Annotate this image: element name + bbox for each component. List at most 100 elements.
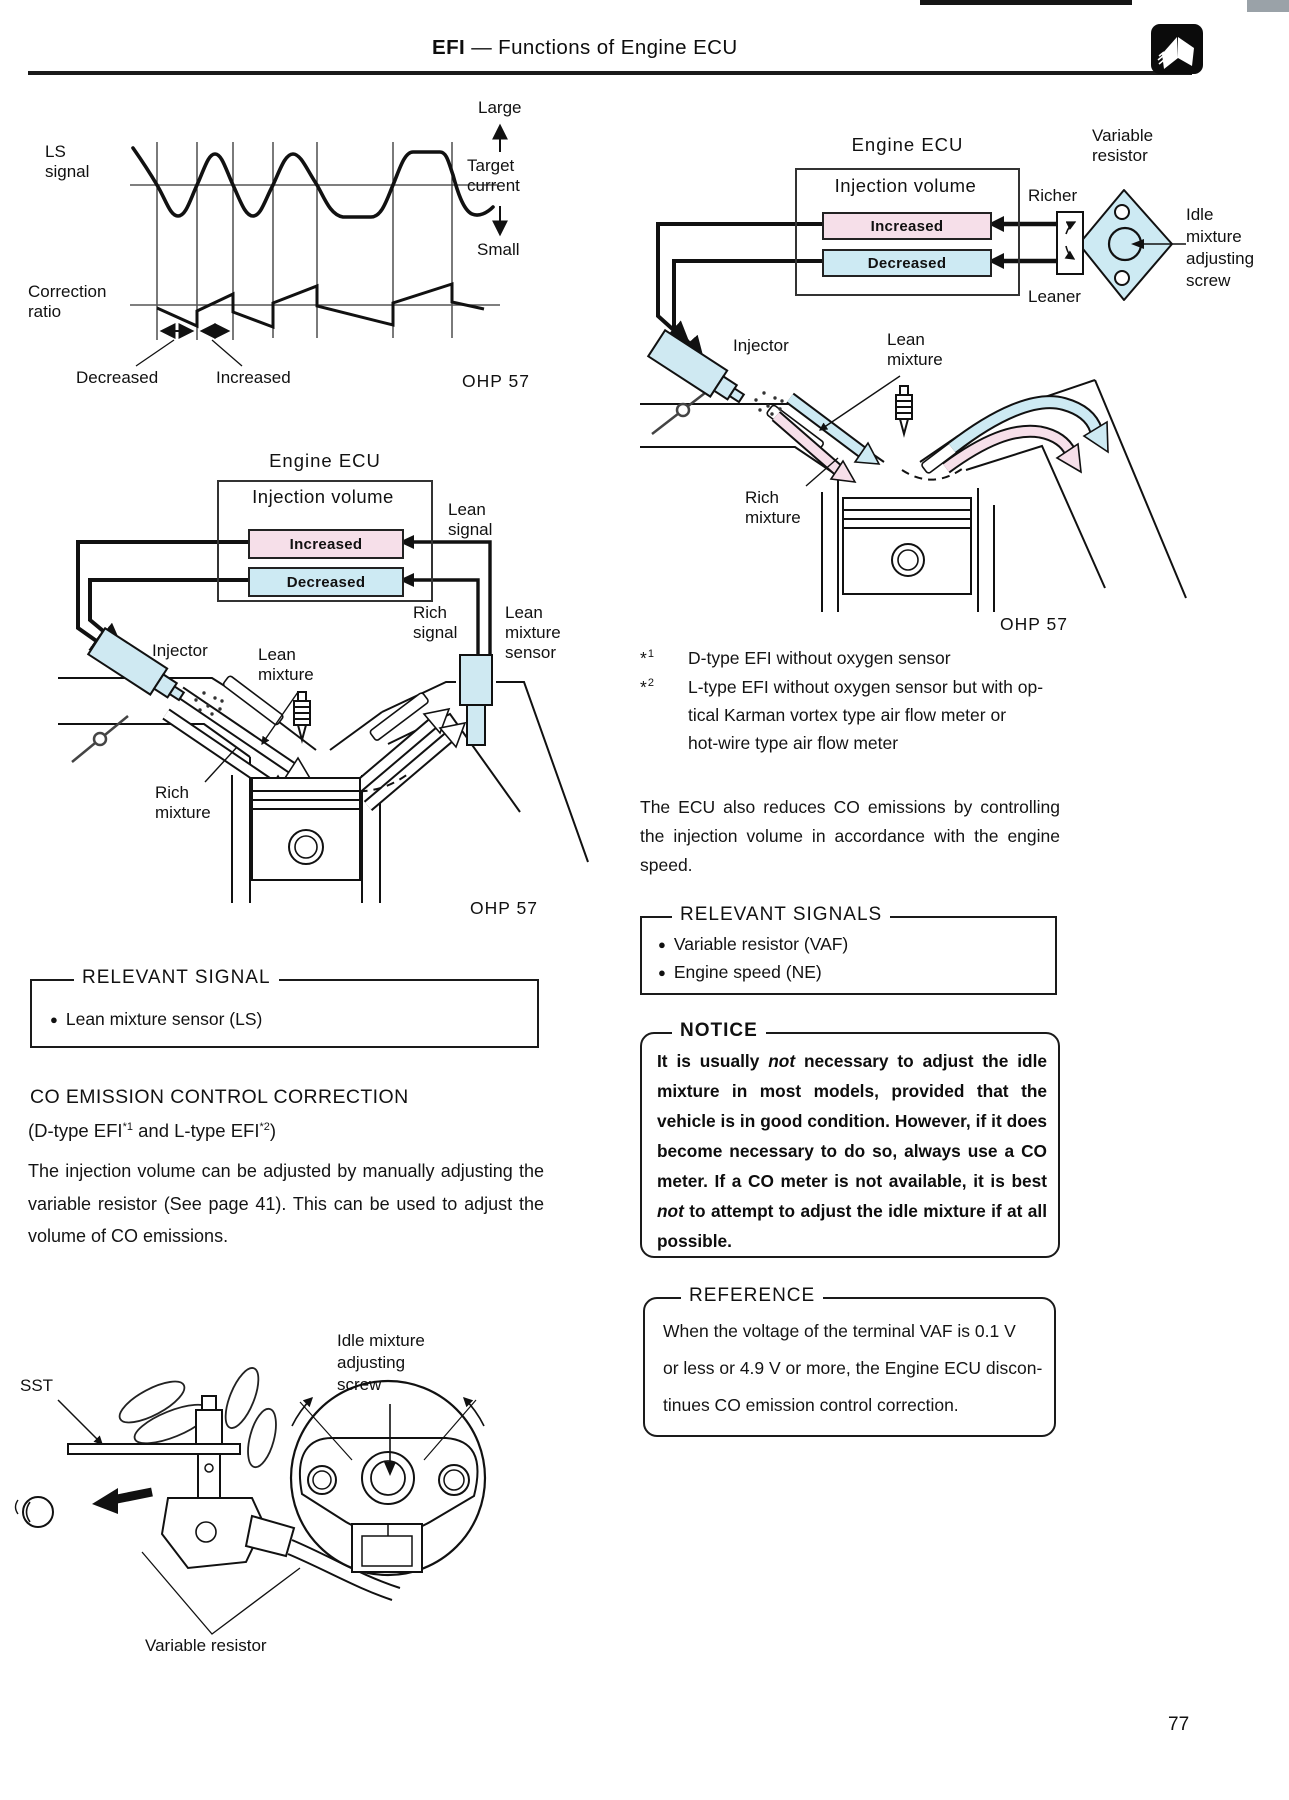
relevant-signal-box: RELEVANT SIGNAL ● Lean mixture sensor (L… [30, 967, 539, 1048]
idle-mixture-screw-label: Idle mixture adjusting screw [1186, 205, 1255, 291]
sst-tool-icon [67, 1395, 296, 1570]
footnote-1: *1 [640, 648, 655, 669]
co-emission-paragraph: The injection volume can be adjusted by … [28, 1161, 544, 1246]
correction-ratio-wave [156, 281, 485, 330]
left-injection-volume-label: Injection volume [252, 486, 394, 507]
ls-signal-label: LS signal [45, 142, 90, 182]
small-label: Small [477, 240, 520, 259]
bullet-icon: ● [658, 965, 666, 980]
relevant-signals-title: RELEVANT SIGNALS [672, 904, 891, 926]
footnote-2-line3: hot-wire type air flow meter [688, 733, 899, 753]
right-injection-volume-label: Injection volume [834, 175, 977, 196]
open-book-icon [1151, 24, 1203, 74]
footnote-2: *2 [640, 677, 655, 698]
injector-icon [646, 328, 746, 404]
right-rich-mixture-label: Rich mixture [745, 488, 801, 528]
left-lean-mixture-label: Lean mixture [258, 645, 314, 685]
left-decreased-box: Decreased [248, 567, 404, 597]
page-title-section: EFI [432, 36, 466, 59]
footnote-2-line1: L-type EFI without oxygen sensor but wit… [688, 677, 1044, 697]
page-title-rest: — Functions of Engine ECU [465, 36, 738, 59]
ls-signal-wave [131, 146, 495, 219]
left-ecu-box [217, 480, 433, 602]
right-ecu-box [795, 168, 1020, 296]
fan-icon [71, 715, 129, 763]
notice-text: It is usually not necessary to adjust th… [657, 1051, 1047, 1251]
lean-signal-label: Lean signal [448, 500, 493, 540]
right-injector-label: Injector [733, 336, 789, 355]
bullet-icon: ● [50, 1012, 58, 1027]
relevant-signal-item: Engine speed (NE) [673, 962, 822, 982]
sst-adjustment-drawing [14, 1367, 487, 1635]
reference-title: REFERENCE [681, 1285, 824, 1307]
richer-label: Richer [1028, 186, 1078, 205]
left-increased-box: Increased [248, 529, 404, 559]
ohp-ref-waveform: OHP 57 [462, 371, 530, 391]
co-emission-heading: CO EMISSION CONTROL CORRECTION [30, 1086, 409, 1108]
injector-icon [86, 626, 186, 702]
left-injector-label: Injector [152, 641, 208, 660]
target-current-label: Target current [467, 156, 520, 196]
left-ecu-engine-drawing [58, 535, 589, 903]
right-decreased-box: Decreased [822, 249, 992, 277]
lean-mixture-sensor-label: Lean mixture sensor [505, 603, 561, 663]
removed-plug-icon [14, 1496, 54, 1528]
variable-resistor-label: Variable resistor [1092, 126, 1154, 166]
co-reduction-paragraph: The ECU also reduces CO emissions by con… [640, 797, 1060, 875]
correction-ratio-label: Correction ratio [28, 282, 107, 322]
relevant-signal-item: Variable resistor (VAF) [673, 934, 849, 954]
ohp-ref-left: OHP 57 [470, 898, 538, 918]
variable-resistor-label-bottom: Variable resistor [145, 1636, 267, 1655]
bullet-icon: ● [658, 937, 666, 952]
rich-signal-label: Rich signal [413, 603, 458, 643]
spark-plug-icon [895, 385, 913, 438]
hand-icon [118, 1367, 277, 1469]
scan-top-bar [920, 0, 1132, 5]
ls-signal-waveform [130, 123, 508, 367]
sst-label: SST [20, 1376, 54, 1395]
variable-resistor-face-icon [298, 1437, 479, 1573]
list-item: ● Variable resistor (VAF) [658, 934, 848, 955]
notice-box: NOTICE It is usually not necessary to ad… [640, 1020, 1060, 1258]
reference-line: When the voltage of the terminal VAF is … [663, 1321, 1016, 1341]
relevant-signal-title: RELEVANT SIGNAL [74, 967, 279, 989]
scan-corner-block [1247, 0, 1289, 12]
page-title: EFI — Functions of Engine ECU [432, 36, 738, 60]
footnote-2-line2: tical Karman vortex type air flow meter … [688, 705, 1007, 725]
reference-box: REFERENCE When the voltage of the termin… [643, 1285, 1056, 1437]
right-lean-mixture-label: Lean mixture [887, 330, 943, 370]
footnote-2-marker: *2 [640, 677, 655, 697]
relevant-signal-item: Lean mixture sensor (LS) [65, 1009, 263, 1029]
header-rule [28, 71, 1192, 75]
increased-label: Increased [216, 368, 291, 387]
reference-line: tinues CO emission control correction. [663, 1395, 959, 1415]
idle-mixture-screw-label-bottom: Idle mixture adjusting screw [337, 1331, 425, 1394]
footnote-1-text: D-type EFI without oxygen sensor [688, 648, 951, 668]
left-ecu-title: Engine ECU [269, 450, 381, 471]
left-rich-mixture-label: Rich mixture [155, 783, 211, 823]
variable-resistor-icon [1056, 189, 1173, 301]
spark-plug-icon [293, 691, 311, 744]
rich-flow-arrow [771, 411, 1082, 483]
footnote-1-marker: *1 [640, 648, 655, 668]
right-increased-box: Increased [822, 212, 992, 240]
leaner-label: Leaner [1028, 287, 1081, 306]
piston-icon [251, 777, 361, 881]
piston-icon [842, 497, 972, 595]
notice-title: NOTICE [672, 1020, 766, 1042]
ohp-ref-right: OHP 57 [1000, 614, 1068, 634]
right-ecu-engine-drawing [640, 189, 1187, 612]
decreased-label: Decreased [76, 368, 159, 387]
spray-dots [194, 691, 224, 716]
list-item: ● Lean mixture sensor (LS) [50, 1009, 262, 1030]
spray-dots [754, 391, 784, 416]
co-emission-subheading: (D-type EFI*1 and L-type EFI*2) [28, 1120, 277, 1141]
page-number: 77 [1168, 1714, 1190, 1735]
list-item: ● Engine speed (NE) [658, 962, 822, 983]
large-label: Large [478, 98, 522, 117]
fan-icon [651, 385, 715, 435]
relevant-signals-box: RELEVANT SIGNALS ● Variable resistor (VA… [640, 904, 1057, 995]
right-ecu-title: Engine ECU [851, 134, 964, 155]
reference-line: or less or 4.9 V or more, the Engine ECU… [663, 1358, 1043, 1378]
